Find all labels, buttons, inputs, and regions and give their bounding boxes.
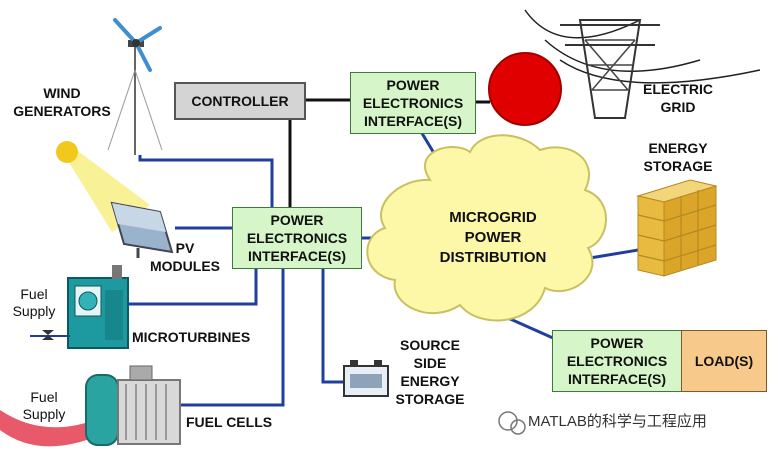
storage-to-cloud-line (589, 248, 639, 260)
watermark-text: MATLAB的科学与工程应用 (528, 413, 707, 430)
microgrid-cloud-shape (366, 134, 607, 322)
wind-generators-label: WIND GENERATORS (13, 85, 111, 119)
source-storage-connection-line (321, 268, 344, 384)
watermark-icon (498, 411, 526, 435)
black-connections (288, 98, 490, 210)
energy-storage-label: ENERGY STORAGE (643, 140, 713, 174)
fuel-cells-label: FUEL CELLS (186, 414, 273, 430)
electric-grid-icon (488, 9, 761, 126)
pe-interface-top: POWER ELECTRONICS INTERFACE(S) (350, 72, 476, 134)
cloud-to-load-line (507, 316, 554, 340)
fuel-supply-label-2: Fuel Supply (22, 389, 66, 422)
fuel-cell-icon (0, 365, 181, 447)
electric-grid-label: ELECTRIC GRID (643, 81, 713, 115)
pe-interface-load: POWER ELECTRONICS INTERFACE(S) (552, 330, 682, 392)
microturbine-connection-line (112, 268, 258, 306)
energy-storage-icon (636, 179, 718, 277)
fuel-supply-label-1: Fuel Supply (12, 286, 56, 319)
source-side-storage-label: SOURCE SIDE ENERGY STORAGE (395, 337, 465, 407)
pe-interface-center: POWER ELECTRONICS INTERFACE(S) (232, 207, 362, 269)
battery-icon (343, 360, 389, 397)
controller-box: CONTROLLER (174, 82, 306, 120)
microturbine-icon (30, 265, 129, 349)
wind-turbine-icon (107, 18, 163, 155)
pv-modules-label: PV MODULES (150, 240, 220, 274)
microgrid-label: MICROGRID POWER DISTRIBUTION (439, 209, 547, 266)
microturbines-label: MICROTURBINES (132, 329, 251, 345)
load-box: LOAD(S) (681, 330, 767, 392)
pv-module-icon (56, 141, 174, 258)
wind-connection-line (138, 155, 274, 210)
